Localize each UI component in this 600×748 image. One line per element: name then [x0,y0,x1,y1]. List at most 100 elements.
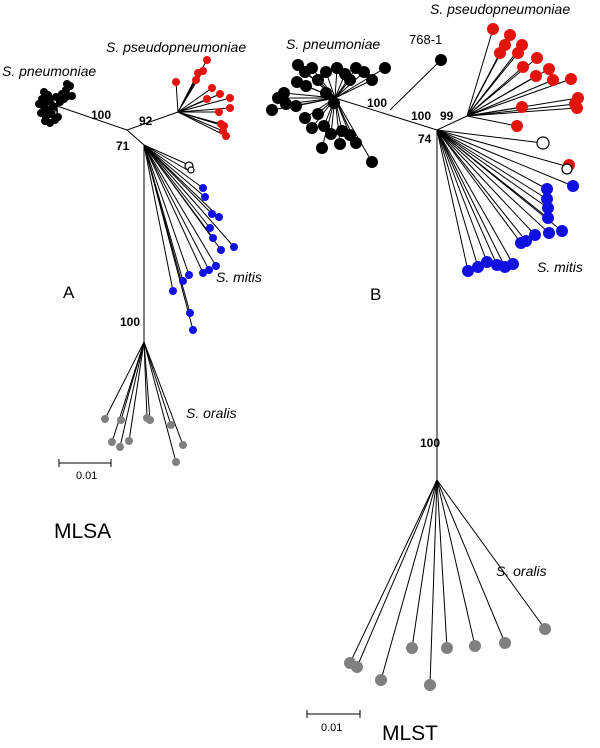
panel-a-mitis-isolate [185,271,193,279]
panel-b-mitis-isolate [543,227,555,239]
panel-a-unassigned-branch [143,144,190,166]
internal-branch [126,111,179,131]
panel-a-pseudopneumoniae-branch [177,111,222,125]
panel-b-unassigned-branch [436,129,544,144]
panel-a-label-mitis: S. mitis [216,269,262,285]
panel-b-pneumoniae-isolate [334,138,346,150]
panel-a-unassigned-isolate [187,166,195,174]
panel-a-mitis-isolate [230,243,238,251]
panel-a-oralis-isolate [167,421,175,429]
panel-a-bootstrap-pseudopneumoniae: 92 [139,114,153,128]
panel-b-mitis-branch [436,129,498,266]
panel-a-pseudopneumoniae-isolate [203,95,211,103]
panel-a-method-title: MLSA [54,520,111,543]
panel-b-pneumoniae-isolate [299,112,311,124]
panel-b-mitis-branch [436,129,574,187]
panel-b-pneumoniae-isolate [278,87,290,99]
panel-b-mitis-branch [436,129,563,232]
panel-a-mitis-branch [143,144,174,292]
panel-a-mitis-isolate [169,287,177,295]
panel-b-pseudopneumoniae-branch [466,66,524,117]
panel-b-isolate-label: 768-1 [409,32,442,47]
panel-a-pneumoniae-isolate [60,95,68,103]
panel-b-oralis-isolate [539,623,551,635]
panel-a-mitis-isolate [209,234,217,242]
internal-branch [436,115,468,131]
panel-b-mitis-branch [436,129,536,236]
panel-a-pseudopneumoniae-isolate [172,78,180,86]
panel-b-unassigned-branch [436,129,570,168]
panel-a-oralis-branch [143,341,177,463]
panel-b-pseudopneumoniae-branch [466,28,494,117]
panel-b-bootstrap-pneumoniae: 100 [367,96,387,110]
panel-b-oralis-branch [436,479,476,647]
panel-b-pseudopneumoniae-isolate [487,23,499,35]
panel-b-isolates [266,23,584,691]
panel-a-pneumoniae-isolate [54,113,62,121]
panel-b-bootstrap-pseudo-right: 99 [440,109,454,123]
panel-a-bootstrap-oralis: 100 [120,315,140,329]
panel-a-pseudopneumoniae-isolate [192,76,200,84]
panel-b-768-1-isolate [435,54,447,66]
panel-b-unassigned-isolate [536,136,550,150]
panel-b-method-title: MLST [382,722,438,745]
panel-b-oralis-branch [380,479,438,681]
panel-b-pseudopneumoniae-branch [466,79,554,117]
panel-a-pseudopneumoniae-branch [175,81,179,113]
panel-b-label-mitis: S. mitis [537,259,583,275]
panel-b-pseudopneumoniae-branch [466,52,501,117]
panel-b-pneumoniae-isolate [366,74,378,86]
panel-a-mitis-isolate [179,277,187,285]
panel-b-pneumoniae-branch [295,97,336,107]
panel-b-pneumoniae-isolate [318,120,330,132]
panel-b-label-pseudopneumoniae: S. pseudopneumoniae [430,1,570,17]
panel-a-oralis-branch [143,341,151,421]
panel-a-oralis-branch [104,341,145,420]
panel-b-pneumoniae-isolate [300,80,312,92]
panel-b-oralis-branch [436,479,506,644]
panel-a-pseudopneumoniae-branch [177,97,231,113]
panel-b-pseudopneumoniae-isolate [530,70,542,82]
panel-b-pneumoniae-isolate [320,87,332,99]
panel-b-pneumoniae-isolate [379,62,391,74]
panel-a-unassigned-branch [143,144,192,173]
panel-b-pneumoniae-isolate [328,97,340,109]
panel-b-oralis-isolate [499,637,511,649]
panel-b-pneumoniae-branch [334,79,373,99]
panel-a-mitis-isolate [217,246,225,254]
panel-b-768-1-branch [389,59,442,111]
panel-b-mitis-isolate [541,183,553,195]
panel-b-mitis-branch [436,129,527,242]
panel-a-mitis-branch [143,144,190,276]
panel-b-pneumoniae-isolate [306,62,318,74]
panel-b-pseudopneumoniae-branch [466,106,523,117]
panel-a-mitis-branch [143,144,204,189]
panel-b-mitis-branch [436,129,550,234]
panel-a-mitis-isolate [208,210,216,218]
panel-a-pseudopneumoniae-isolate [216,90,224,98]
panel-b-bootstrap-pseudo-left: 100 [411,109,431,123]
panel-a-label-pneumoniae: S. pneumoniae [2,63,96,79]
panel-a-mitis-branch [143,144,210,271]
panel-b-oralis-isolate [441,642,453,654]
panel-a-bootstrap-mitis: 71 [116,139,130,153]
panel-a-mitis-branch [143,144,222,251]
panel-b-pneumoniae-isolate [266,104,278,116]
panel-a-mitis-isolate [199,269,207,277]
panel-b-oralis-branch [356,479,438,668]
panel-a-oralis-branch [119,341,145,448]
panel-b-oralis-isolate [351,661,363,673]
panel-a-oralis-isolate [101,415,109,423]
panel-a-pneumoniae-isolate [63,80,71,88]
panel-a-pseudopneumoniae-branch [177,98,208,113]
panel-b-pseudopneumoniae-isolate [494,47,506,59]
panel-a-mitis-isolate [189,326,197,334]
panel-b-pneumoniae-isolate [312,108,324,120]
internal-branch [126,129,145,146]
panel-a-oralis-isolate [172,458,180,466]
panel-b-pneumoniae-isolate [344,74,356,86]
panel-b-pneumoniae-isolate [316,142,328,154]
panel-b-oralis-branch [436,479,546,630]
panel-a-letter: A [63,283,75,302]
panel-b-pseudopneumoniae-isolate [547,74,559,86]
